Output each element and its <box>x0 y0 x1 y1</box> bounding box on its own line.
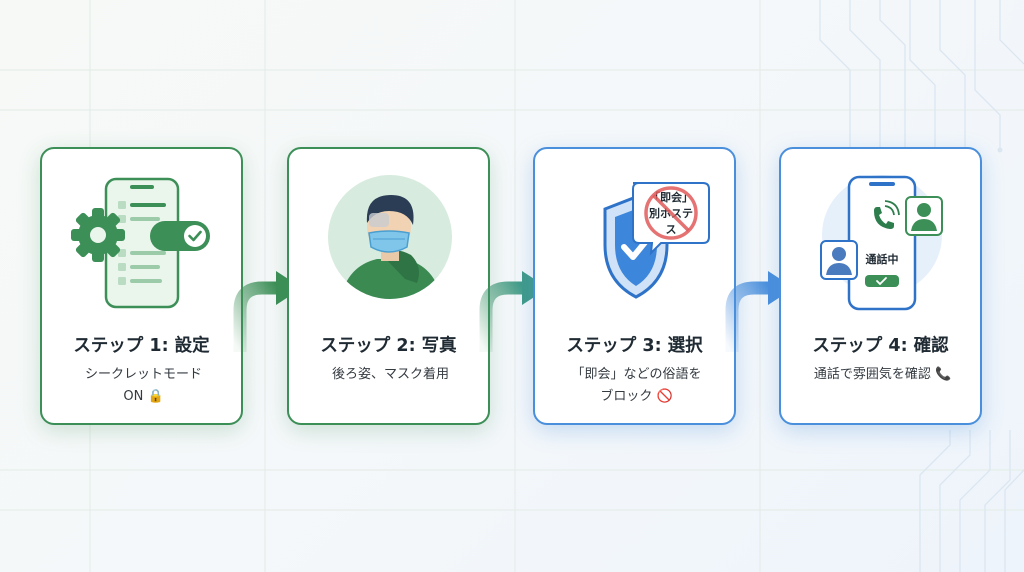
step-4-card: 通話中 ステップ 4: 確認 通話で雰囲気を確認 📞 <box>779 147 982 425</box>
step-description-line: ON 🔒 <box>123 389 164 404</box>
step-title: ステップ 4: 確認 <box>812 336 949 356</box>
toggle-on-icon <box>150 221 210 251</box>
step-description-line: 「即会」などの俗語を <box>571 367 702 382</box>
bubble-text: ス <box>666 223 677 236</box>
shield-block-icon: 「即会」 別ホステ ス <box>603 182 710 299</box>
call-status-label: 通話中 <box>866 252 899 266</box>
step-description-line: 後ろ姿、マスク着用 <box>331 367 449 382</box>
step-3-card: 「即会」 別ホステ ス ステップ 3: 選択 「即会」などの俗語を ブロック 🚫 <box>533 147 736 425</box>
step-1-card: ステップ 1: 設定 シークレットモード ON 🔒 <box>40 147 243 425</box>
step-description-line: シークレットモード <box>84 367 202 382</box>
step-description: 通話で雰囲気を確認 📞 <box>791 364 974 386</box>
gear-icon <box>71 208 125 262</box>
video-call-icon: 通話中 <box>820 175 943 311</box>
step-description-line: ブロック 🚫 <box>600 389 673 404</box>
step-title: ステップ 2: 写真 <box>320 336 457 356</box>
phone-call-icon <box>874 200 900 229</box>
step-description: 後ろ姿、マスク着用 <box>299 364 482 386</box>
circuit-lines <box>819 0 1024 572</box>
prohibited-icon <box>644 186 698 240</box>
step-2-card: ステップ 2: 写真 後ろ姿、マスク着用 <box>287 147 490 425</box>
speech-bubble: 「即会」 別ホステ ス <box>632 182 710 256</box>
avatar <box>820 240 858 280</box>
phone-settings-toggle-icon <box>71 177 210 309</box>
step-description: 「即会」などの俗語を ブロック 🚫 <box>545 364 728 408</box>
step-title: ステップ 3: 選択 <box>566 336 703 356</box>
masked-person-avatar-icon <box>328 175 452 299</box>
step-description: シークレットモード ON 🔒 <box>52 364 235 408</box>
step-title: ステップ 1: 設定 <box>73 336 210 356</box>
avatar <box>905 196 943 236</box>
step-description-line: 通話で雰囲気を確認 📞 <box>813 367 952 382</box>
